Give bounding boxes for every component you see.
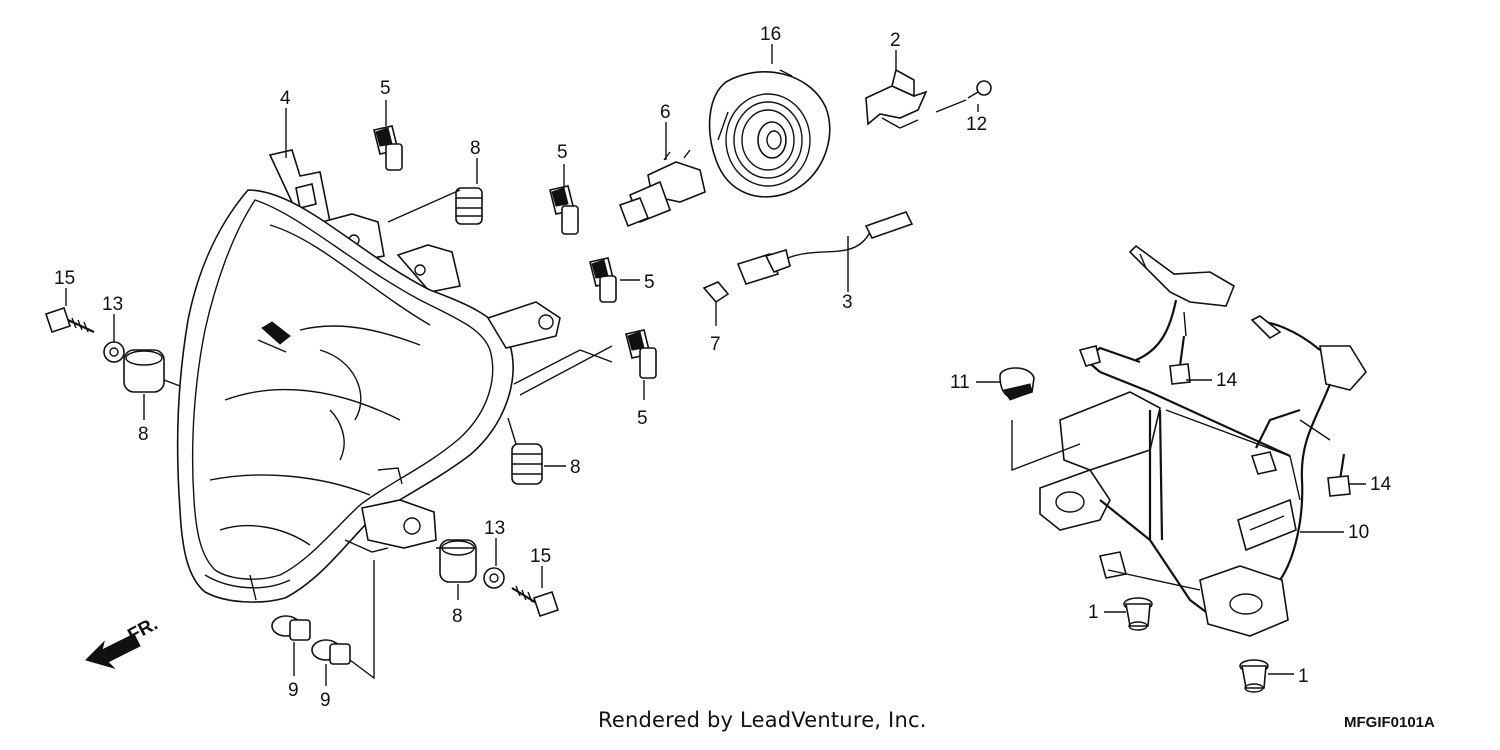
bolt-14a (1169, 335, 1191, 385)
callout-16: 16 (760, 24, 781, 45)
collar-9a (271, 615, 311, 641)
callout-12: 12 (966, 114, 987, 135)
callout-11: 11 (950, 372, 970, 393)
callout-5-low: 5 (637, 408, 648, 429)
callout-15-left: 15 (54, 268, 75, 289)
callout-3: 3 (842, 292, 853, 313)
damper-8a (455, 187, 483, 225)
callout-2: 2 (890, 30, 901, 51)
socket-cover (708, 69, 831, 198)
damper-8d (439, 539, 477, 583)
callout-7: 7 (710, 334, 721, 355)
grommet-5c (589, 257, 617, 303)
grommet-5a (373, 125, 403, 171)
callout-8-right: 8 (570, 457, 581, 478)
bolt-15a (44, 306, 95, 334)
callout-8-bottom: 8 (452, 606, 463, 627)
position-light-harness (736, 211, 914, 285)
leader-lines (65, 44, 1366, 686)
washer-13b (483, 567, 505, 589)
grommet-5d (625, 329, 657, 379)
callout-4: 4 (280, 88, 291, 109)
bolt-14b (1327, 453, 1351, 497)
damper-8c (511, 443, 543, 485)
callout-10: 10 (1348, 522, 1369, 543)
bolt-15b (511, 585, 560, 618)
callout-14-bottom: 14 (1370, 474, 1392, 495)
washer-13a (103, 341, 125, 363)
callout-5-right: 5 (644, 272, 655, 293)
callout-13-left: 13 (102, 294, 123, 315)
callout-5-top: 5 (380, 78, 391, 99)
callout-15-bottom: 15 (530, 546, 551, 567)
bracket-2 (865, 68, 967, 129)
position-bulb-7 (702, 281, 730, 304)
callout-9-left: 9 (288, 680, 299, 701)
clip-11 (999, 367, 1035, 401)
callout-1-right: 1 (1298, 666, 1309, 687)
front-stay (1039, 244, 1367, 637)
headlight-bulb (618, 149, 706, 228)
grommet-1b (1239, 659, 1269, 693)
headlight-assembly (176, 149, 561, 603)
callout-13-bottom: 13 (484, 518, 505, 539)
callout-14-top: 14 (1216, 370, 1238, 391)
render-credit: Rendered by LeadVenture, Inc. (598, 708, 927, 732)
callout-labels: 16 2 12 4 5 8 5 6 5 3 7 5 15 13 8 8 13 1… (54, 24, 1392, 711)
damper-8b (123, 349, 165, 393)
diagram-code: MFGIF0101A (1344, 714, 1435, 731)
callout-1-left: 1 (1088, 602, 1099, 623)
screw-12 (967, 80, 992, 99)
callout-5-mid: 5 (557, 142, 568, 163)
front-direction-arrow: FR. (85, 614, 161, 670)
callout-8-left: 8 (138, 424, 149, 445)
callout-9-right: 9 (320, 690, 331, 711)
callout-8-top: 8 (470, 138, 481, 159)
callout-6: 6 (660, 102, 671, 123)
grommet-1a (1123, 597, 1153, 631)
grommet-5b (549, 185, 579, 235)
collar-9b (311, 639, 351, 665)
